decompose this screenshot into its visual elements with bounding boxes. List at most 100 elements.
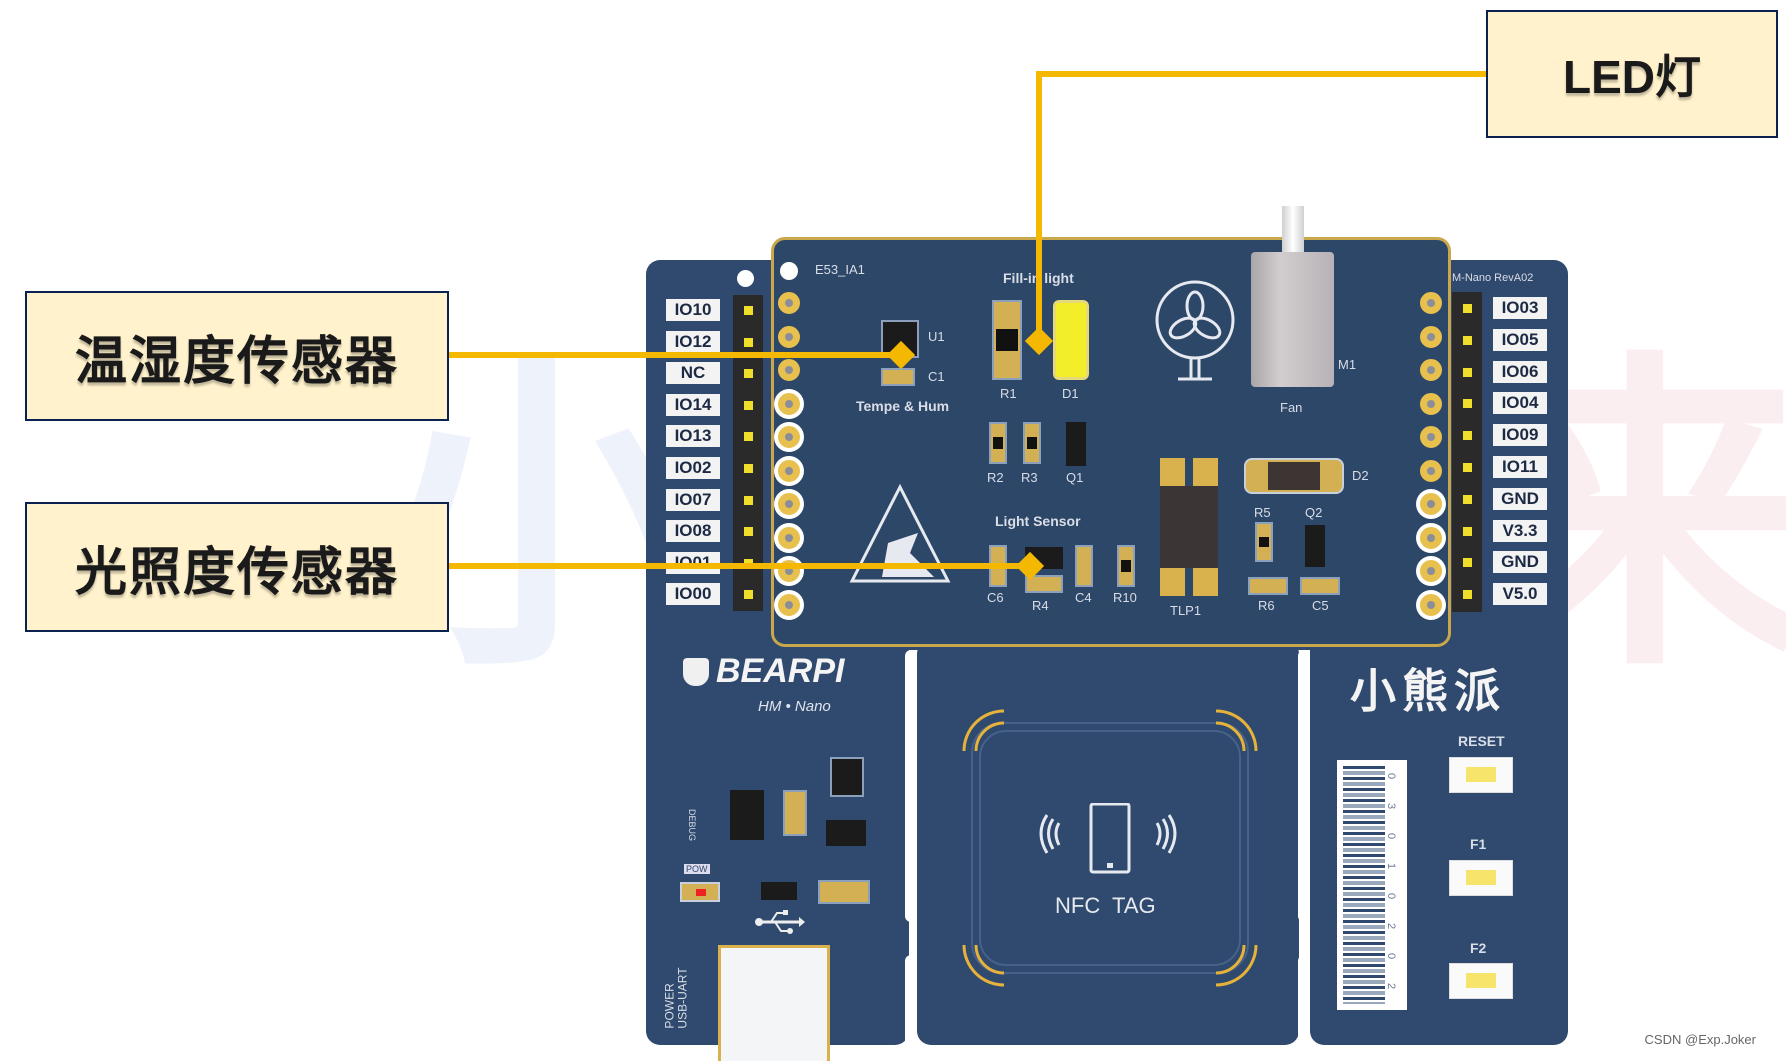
ic-chip [730,790,764,840]
header-pin [744,369,753,379]
transistor-q1 [1066,422,1086,466]
right-pin-label: IO11 [1493,456,1547,478]
module-via [1420,325,1442,348]
transistor-q2 [1305,525,1325,567]
base-revision-label: M-Nano RevA02 [1452,272,1534,284]
tlp1-pad [1193,568,1218,596]
module-via [1420,593,1442,616]
r10-label: R10 [1113,590,1137,605]
nfc-phone-icon [1039,803,1177,874]
led-d1 [1053,300,1089,380]
left-pin-label: IO07 [666,488,720,511]
right-pin-label: GND [1493,487,1547,510]
module-via [1420,292,1442,314]
board-cut-left-lower [905,955,917,1050]
header-pin [1463,335,1472,345]
fan-label: Fan [1280,400,1303,415]
callout-temp-hum-sensor: 温湿度传感器 [25,291,449,421]
left-pin-label: NC [666,362,720,385]
module-via [778,325,800,348]
r1-label: R1 [1000,386,1017,401]
right-pin-label: IO05 [1493,328,1547,351]
resistor-r10 [1117,545,1135,587]
crystal [830,757,864,797]
leader-line-temp-hum [449,352,901,358]
right-pin-label: IO03 [1493,297,1547,319]
module-via [778,593,800,616]
f2-button[interactable] [1449,963,1513,999]
brand-cn: 小熊派 [1350,664,1506,718]
right-pin-label: IO06 [1493,360,1547,383]
header-pin [744,306,753,315]
module-via [1420,392,1442,415]
usb-c-connector[interactable] [718,945,830,1061]
c5-label: C5 [1312,598,1329,613]
tlp1-pad [1160,458,1185,486]
fuse [761,882,797,900]
module-via [1420,560,1442,582]
leader-line-light [449,563,1029,569]
debug-label: DEBUG [687,808,698,842]
header-pin [1463,304,1472,313]
power-usb-uart-label: POWER USB-UART [662,967,690,1029]
c6-label: C6 [987,590,1004,605]
nfc-tag-label: NFC TAG [1055,893,1156,918]
resistor-r2 [989,422,1007,464]
power-led [680,882,720,902]
leader-line-led-h [1036,71,1486,77]
barcode-digit: 0 [1385,772,1398,780]
r4-label: R4 [1032,598,1049,613]
module-via [1420,426,1442,448]
f1-button[interactable] [1449,860,1513,896]
barcode-digit: 0 [1385,832,1398,840]
pow-label: POW [684,864,710,874]
tempe-hum-label: Tempe & Hum [856,398,950,414]
credit-watermark: CSDN @Exp.Joker [1644,1032,1756,1047]
esd-warning-icon [849,483,951,583]
board-cut-right [1298,650,1310,922]
module-name: E53_IA1 [815,262,865,277]
right-pin-label: IO04 [1493,392,1547,415]
r3-label: R3 [1021,470,1038,485]
reset-button[interactable] [1449,757,1513,793]
header-pin [1463,590,1472,600]
module-via [778,359,800,381]
f2-label: F2 [1470,940,1487,956]
resistor-r6 [1248,577,1288,595]
board-cut-right-lower [1298,955,1310,1050]
header-pin [1463,367,1472,377]
header-pin [1463,399,1472,409]
q2-label: Q2 [1305,505,1323,520]
capacitor-c1 [881,368,915,386]
resistor-r5 [1255,522,1273,562]
brand-sub: HM • Nano [758,698,831,715]
capacitor-c5 [1300,577,1340,595]
r2-label: R2 [987,470,1004,485]
usb-icon [755,910,805,934]
header-pin [1463,526,1472,536]
c1-label: C1 [928,369,945,384]
left-pin-label: IO00 [666,583,720,606]
module-via [778,292,800,314]
right-pin-label: V3.3 [1493,519,1547,542]
mounting-hole [780,262,798,280]
header-pin [1463,494,1472,504]
light-sensor-label: Light Sensor [995,513,1081,529]
resistor-r1 [992,300,1022,380]
diode-d2 [1244,458,1344,494]
m1-label: M1 [1338,357,1357,372]
regulator [826,820,866,846]
header-pin [744,527,753,537]
capacitor-c4 [1075,545,1093,587]
module-via [778,493,800,515]
barcode-digit: 2 [1385,982,1398,990]
left-pin-label: IO13 [666,425,720,448]
header-pin [744,432,753,442]
module-via [1420,359,1442,381]
resistor-r4 [1025,575,1063,593]
header-pin [744,495,753,505]
header-pin [1463,558,1472,568]
board-cut-left [905,650,917,922]
tlp1-pad [1160,568,1185,596]
module-via [778,392,800,415]
